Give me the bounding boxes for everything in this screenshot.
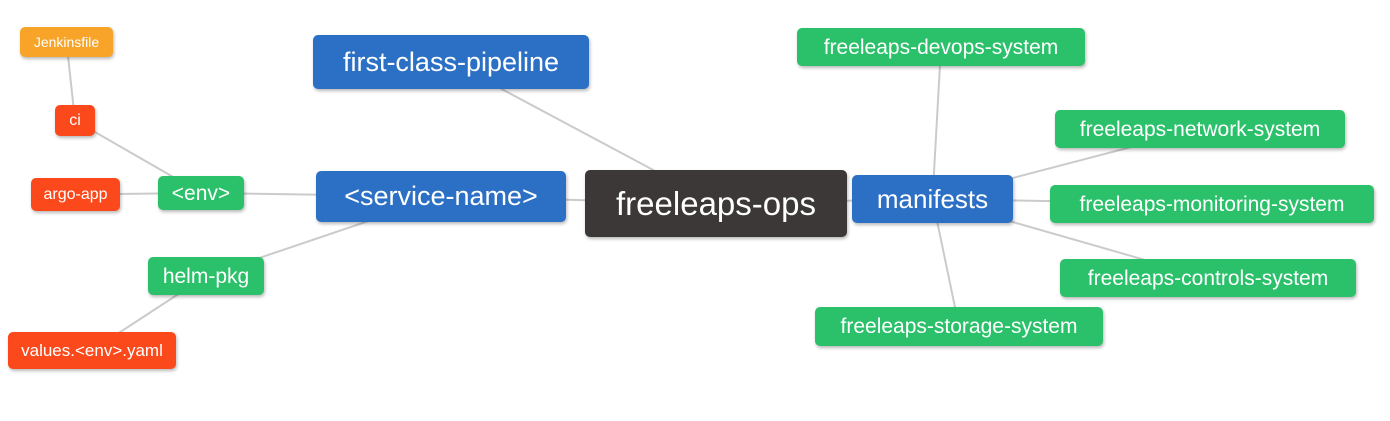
node-values-env-yaml[interactable]: values.<env>.yaml xyxy=(8,332,176,369)
node-ci[interactable]: ci xyxy=(55,105,95,136)
node-argo-app[interactable]: argo-app xyxy=(31,178,120,211)
node-manifests[interactable]: manifests xyxy=(852,175,1013,223)
node-freeleaps-ops[interactable]: freeleaps-ops xyxy=(585,170,847,237)
node-helm-pkg[interactable]: helm-pkg xyxy=(148,257,264,295)
node-monitoring-system[interactable]: freeleaps-monitoring-system xyxy=(1050,185,1374,223)
node-service-name[interactable]: <service-name> xyxy=(316,171,566,222)
node-first-class-pipeline[interactable]: first-class-pipeline xyxy=(313,35,589,89)
node-storage-system[interactable]: freeleaps-storage-system xyxy=(815,307,1103,346)
node-controls-system[interactable]: freeleaps-controls-system xyxy=(1060,259,1356,297)
node-jenkinsfile[interactable]: Jenkinsfile xyxy=(20,27,113,57)
node-devops-system[interactable]: freeleaps-devops-system xyxy=(797,28,1085,66)
edge-manifests-to-devops-system xyxy=(931,46,942,200)
node-env[interactable]: <env> xyxy=(158,176,244,210)
node-network-system[interactable]: freeleaps-network-system xyxy=(1055,110,1345,148)
